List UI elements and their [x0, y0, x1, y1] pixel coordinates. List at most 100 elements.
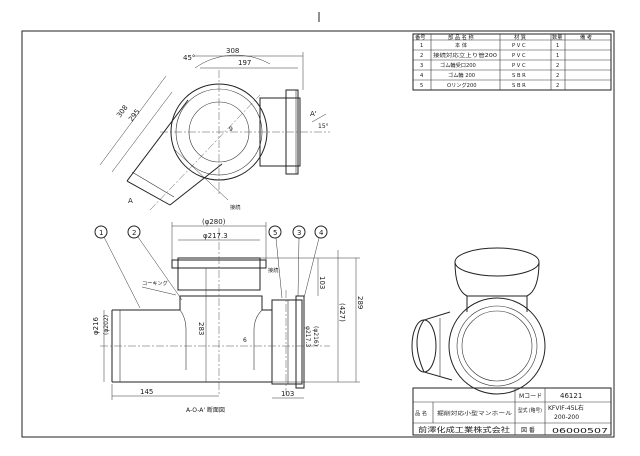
dim-2173-top: φ217.3: [203, 232, 228, 240]
row-2-name: 接続対応立上り管200: [433, 51, 497, 59]
iso-outlet-inner: [456, 305, 538, 387]
table-row: 2 接続対応立上り管200 P V C 1: [420, 51, 559, 59]
inlet-pipe-edge-1: [126, 99, 189, 182]
row-4-material: S B R: [512, 73, 526, 79]
dim-216-right: (φ216): [312, 326, 319, 346]
angle-45-arc: [194, 54, 271, 69]
section-view: (φ280) φ217.3 103 (427) 289 283 φ216 (φ2…: [92, 218, 364, 414]
balloon-4-label: 4: [319, 229, 324, 237]
name-label: 品 名: [415, 409, 427, 417]
table-row: 5 Oリング200 S B R 2: [420, 81, 559, 89]
dim-289: 289: [356, 296, 364, 309]
model-value-2: 200-200: [554, 414, 579, 421]
section-arrow-a-prime: [311, 113, 327, 123]
tee-top-edge: [112, 295, 272, 311]
row-4-qty: 2: [556, 73, 559, 79]
parts-table: 番号 部 品 名 称 材 質 数量 備 考 1 本 体 P V C 1 2 接続…: [412, 33, 612, 91]
row-3-no: 3: [420, 63, 423, 69]
iso-outlet-outer: [448, 297, 546, 395]
dim-295-diag-line: [111, 91, 173, 173]
row-3-name: ゴム輪受口200: [440, 61, 476, 69]
row-2-material: P V C: [512, 53, 526, 59]
model-value-1: KFVIF-45L右: [548, 404, 584, 412]
m-code-label: Mコード: [519, 393, 542, 400]
outlet-socket: [271, 299, 303, 385]
row-5-qty: 2: [556, 83, 559, 89]
tee-inner-curve-right: [253, 309, 263, 370]
section-label: A-O-A' 断面図: [186, 406, 225, 414]
row-4-name: ゴム輪 200: [448, 71, 475, 79]
model-label: 型式 (略号): [518, 406, 542, 414]
flat-label: 接続: [230, 203, 241, 211]
row-5-name: Oリング200: [447, 81, 477, 89]
row-1-qty: 1: [556, 43, 559, 49]
dim-6: 6: [243, 337, 247, 344]
balloon-1-label: 1: [99, 229, 103, 237]
company-name: 前澤化成工業株式会社: [418, 425, 510, 434]
row-2-no: 2: [420, 53, 423, 59]
iso-riser-body: [454, 261, 540, 297]
row-2-qty: 1: [556, 53, 559, 59]
balloon-3-label: 3: [297, 229, 301, 237]
table-row: 3 ゴム輪受口200 P V C 2: [420, 61, 559, 69]
dim-2173-right: φ217.3: [304, 326, 311, 347]
flat-leader: [174, 149, 229, 201]
iso-inlet-pipe: [416, 311, 453, 381]
iso-riser-top: [454, 247, 540, 277]
row-5-material: S B R: [512, 83, 526, 89]
balloon-2-label: 2: [132, 229, 136, 237]
iso-view: [411, 247, 546, 395]
balloon-4: 4: [303, 225, 328, 299]
name-value: 掘削対応小型マンホール: [437, 409, 512, 417]
balloon-5: 5: [268, 225, 283, 299]
table-header-name: 部 品 名 称: [448, 33, 474, 41]
drawing-no-value: 06000507: [552, 427, 608, 435]
inlet-pipe-edge-2: [169, 163, 223, 206]
caulking-leader: [141, 286, 177, 296]
dim-197: 197: [238, 59, 251, 67]
iso-outlet-bore: [461, 310, 533, 382]
row-3-material: P V C: [512, 63, 526, 69]
balloon-1: 1: [94, 225, 141, 309]
dim-103-bottom: 103: [281, 390, 294, 398]
table-header-material: 材 質: [514, 33, 526, 41]
dim-9: 9: [229, 126, 233, 133]
sheet-border: [21, 30, 615, 438]
table-row: 4 ゴム輪 200 S B R 2: [420, 71, 559, 79]
angle-15-label: 15°: [318, 123, 329, 130]
dim-103-right: 103: [318, 276, 326, 289]
dim-308-top: 308: [226, 47, 239, 55]
plan-view: 45° 308 197 308 295 9 A' 15° A 接続: [99, 47, 330, 211]
balloon-3: 3: [292, 225, 306, 297]
dim-202: (φ202): [103, 315, 110, 335]
drawing-no-label: 図 番: [521, 427, 535, 434]
table-header-qty: 数量: [552, 33, 562, 41]
angle-45-label: 45°: [183, 54, 195, 62]
outlet-socket-lip: [295, 295, 305, 389]
balloon-2: 2: [127, 225, 183, 301]
row-4-no: 4: [420, 73, 424, 79]
dim-145: 145: [140, 388, 153, 396]
balloon-5-label: 5: [273, 229, 277, 237]
m-code-value: 46121: [560, 392, 582, 400]
iso-inlet-end: [411, 319, 437, 373]
row-5-no: 5: [420, 83, 423, 89]
row-3-qty: 2: [556, 63, 559, 69]
inlet-pipe-socket: [131, 171, 175, 198]
row-1-no: 1: [420, 43, 423, 49]
section-start-label: A': [310, 110, 317, 118]
flat-label-section: 接続: [268, 266, 279, 274]
dim-295-diag: 295: [127, 108, 141, 123]
title-block: Mコード 46121 品 名 掘削対応小型マンホール 型式 (略号) KFVIF…: [412, 387, 612, 436]
dim-280: (φ280): [202, 218, 226, 226]
table-header-note: 備 考: [580, 33, 592, 41]
dim-216: φ216: [92, 316, 100, 335]
view-a-label: A: [128, 197, 133, 205]
caulking-label: コーキング: [142, 279, 168, 287]
tee-inner-curve-left: [179, 309, 187, 370]
table-header-no: 番号: [415, 34, 425, 41]
dim-308-diag-line: [99, 75, 167, 166]
dim-283: 283: [197, 322, 205, 335]
